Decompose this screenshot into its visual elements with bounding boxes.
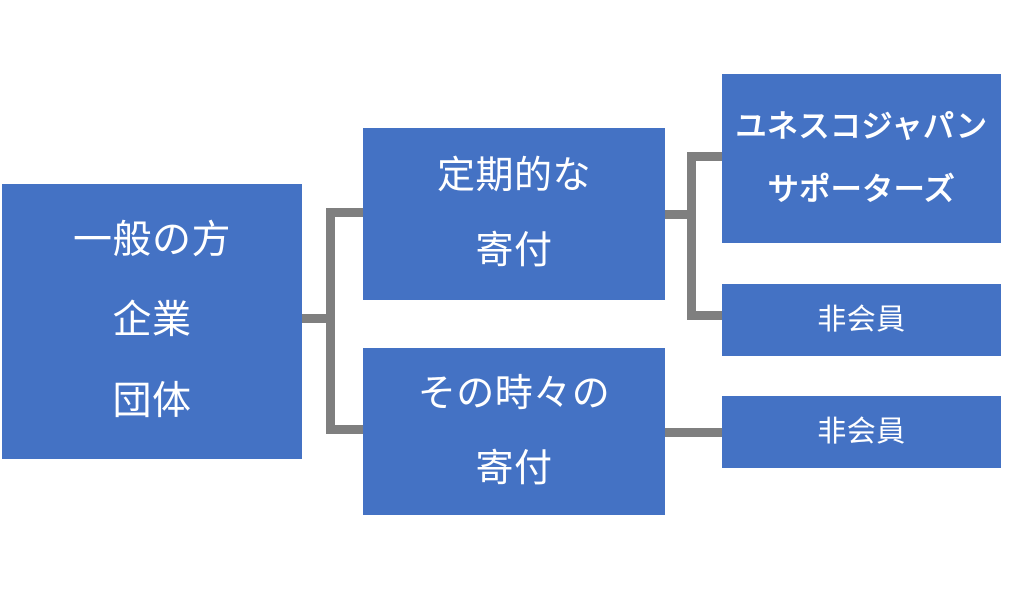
node-donor-line-3: 団体 (112, 379, 192, 423)
connector-regular-spine (687, 152, 696, 320)
node-non-member-occasional-label: 非会員 (817, 415, 906, 448)
node-regular-donation-line-2: 寄付 (475, 230, 553, 272)
connector-donor-spine (326, 208, 335, 434)
node-occasional-donation-line-1: その時々の (417, 372, 611, 415)
node-unesco-japan-supporters-line-2: サポーターズ (767, 171, 956, 207)
connector-donor-stub (302, 314, 335, 323)
node-regular-donation-line-1: 定期的な (436, 155, 591, 198)
node-unesco-japan-supporters: ユネスコジャパン サポーターズ (722, 74, 1001, 243)
connector-occasional-to-nonmember (665, 428, 724, 437)
node-occasional-donation-line-2: 寄付 (475, 447, 553, 490)
node-donor-line-1: 一般の方 (72, 218, 231, 262)
node-non-member-regular-label: 非会員 (817, 303, 906, 336)
node-donor-line-2: 企業 (112, 299, 192, 343)
connector-donor-to-regular (326, 208, 365, 217)
connector-regular-stub (665, 210, 696, 219)
node-regular-donation: 定期的な 寄付 (363, 128, 665, 300)
node-non-member-regular: 非会員 (722, 284, 1001, 356)
node-unesco-japan-supporters-line-1: ユネスコジャパン (735, 109, 988, 145)
node-occasional-donation: その時々の 寄付 (363, 348, 665, 515)
connector-regular-to-nonmember (687, 311, 724, 320)
node-donor: 一般の方 企業 団体 (2, 184, 302, 459)
node-non-member-occasional: 非会員 (722, 396, 1001, 468)
connector-donor-to-occasional (326, 425, 365, 434)
connector-regular-to-supporters (687, 152, 724, 161)
